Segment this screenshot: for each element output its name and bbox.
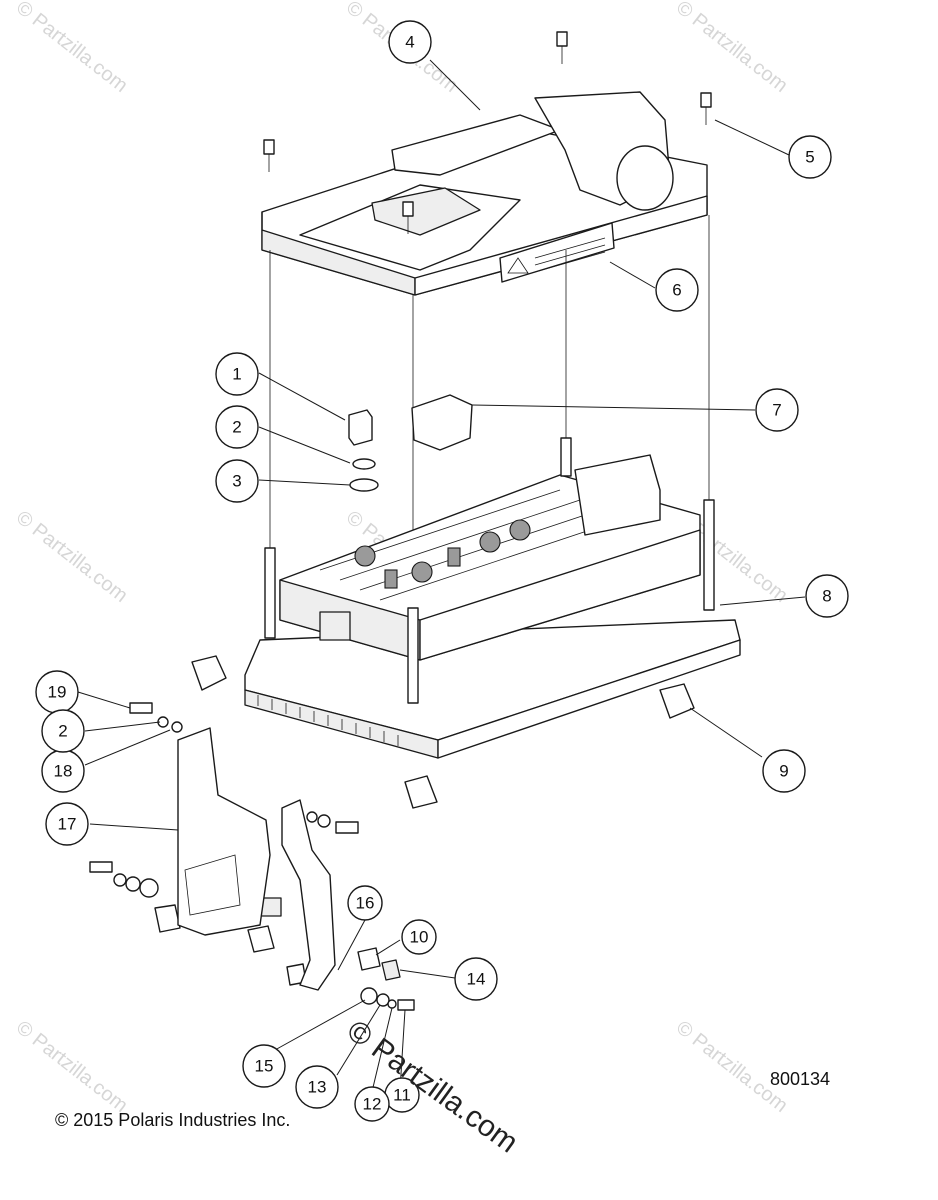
clip	[411, 394, 473, 451]
callout-label: 2	[58, 722, 67, 741]
callout-1: 1	[215, 352, 259, 396]
cover-screws	[263, 31, 712, 234]
callout-label: 18	[54, 762, 73, 781]
controller-cover	[261, 91, 708, 296]
callout-label: 2	[232, 418, 241, 437]
watermark: © Partzilla.com	[672, 0, 792, 97]
callout-label: 4	[405, 33, 414, 52]
leader-lines	[77, 59, 806, 1101]
callout-label: 9	[779, 762, 788, 781]
callout-label: 13	[308, 1078, 327, 1097]
motor-controller	[244, 437, 741, 759]
callout-label: 10	[410, 928, 429, 947]
callout-8: 8	[805, 574, 849, 618]
speed-nuts	[154, 655, 695, 986]
callout-label: 15	[255, 1057, 274, 1076]
callout-2: 2	[215, 405, 259, 449]
callout-11: 11	[384, 1077, 420, 1113]
heatsink-fins	[257, 695, 399, 746]
bolt-washer-set	[348, 409, 379, 492]
callout-13: 13	[295, 1065, 339, 1109]
callout-9: 9	[762, 749, 806, 793]
copyright-text: © 2015 Polaris Industries Inc.	[55, 1110, 291, 1130]
watermark: © Partzilla.com	[672, 1017, 792, 1117]
mounting-brackets	[177, 727, 336, 991]
callout-label: 17	[58, 815, 77, 834]
callout-label: 14	[467, 970, 486, 989]
watermark: © Partzilla.com	[12, 507, 132, 607]
callout-label: 16	[356, 894, 375, 913]
callout-4: 4	[388, 20, 432, 64]
callout-17: 17	[45, 802, 89, 846]
callout-10: 10	[401, 919, 437, 955]
callout-14: 14	[454, 957, 498, 1001]
callout-5: 5	[788, 135, 832, 179]
callout-18: 18	[41, 749, 85, 793]
callout-7: 7	[755, 388, 799, 432]
callout-label: 11	[393, 1086, 411, 1105]
callout-label: 19	[48, 683, 67, 702]
callout-2b: 2	[41, 709, 85, 753]
callout-12: 12	[354, 1086, 390, 1122]
callout-label: 3	[232, 472, 241, 491]
diagram-id: 800134	[770, 1069, 831, 1089]
callout-15: 15	[242, 1044, 286, 1088]
callout-19: 19	[35, 670, 79, 714]
callout-label: 12	[363, 1095, 382, 1114]
watermark: © Partzilla.com	[12, 1017, 132, 1117]
hardware-bolts-washers	[89, 702, 415, 1011]
callout-16: 16	[347, 885, 383, 921]
callout-6: 6	[655, 268, 699, 312]
callout-label: 7	[772, 401, 781, 420]
callout-label: 5	[805, 148, 814, 167]
callout-3: 3	[215, 459, 259, 503]
watermark: © Partzilla.com	[12, 0, 132, 97]
callout-label: 6	[672, 281, 681, 300]
callout-label: 8	[822, 587, 831, 606]
callout-label: 1	[232, 365, 241, 384]
